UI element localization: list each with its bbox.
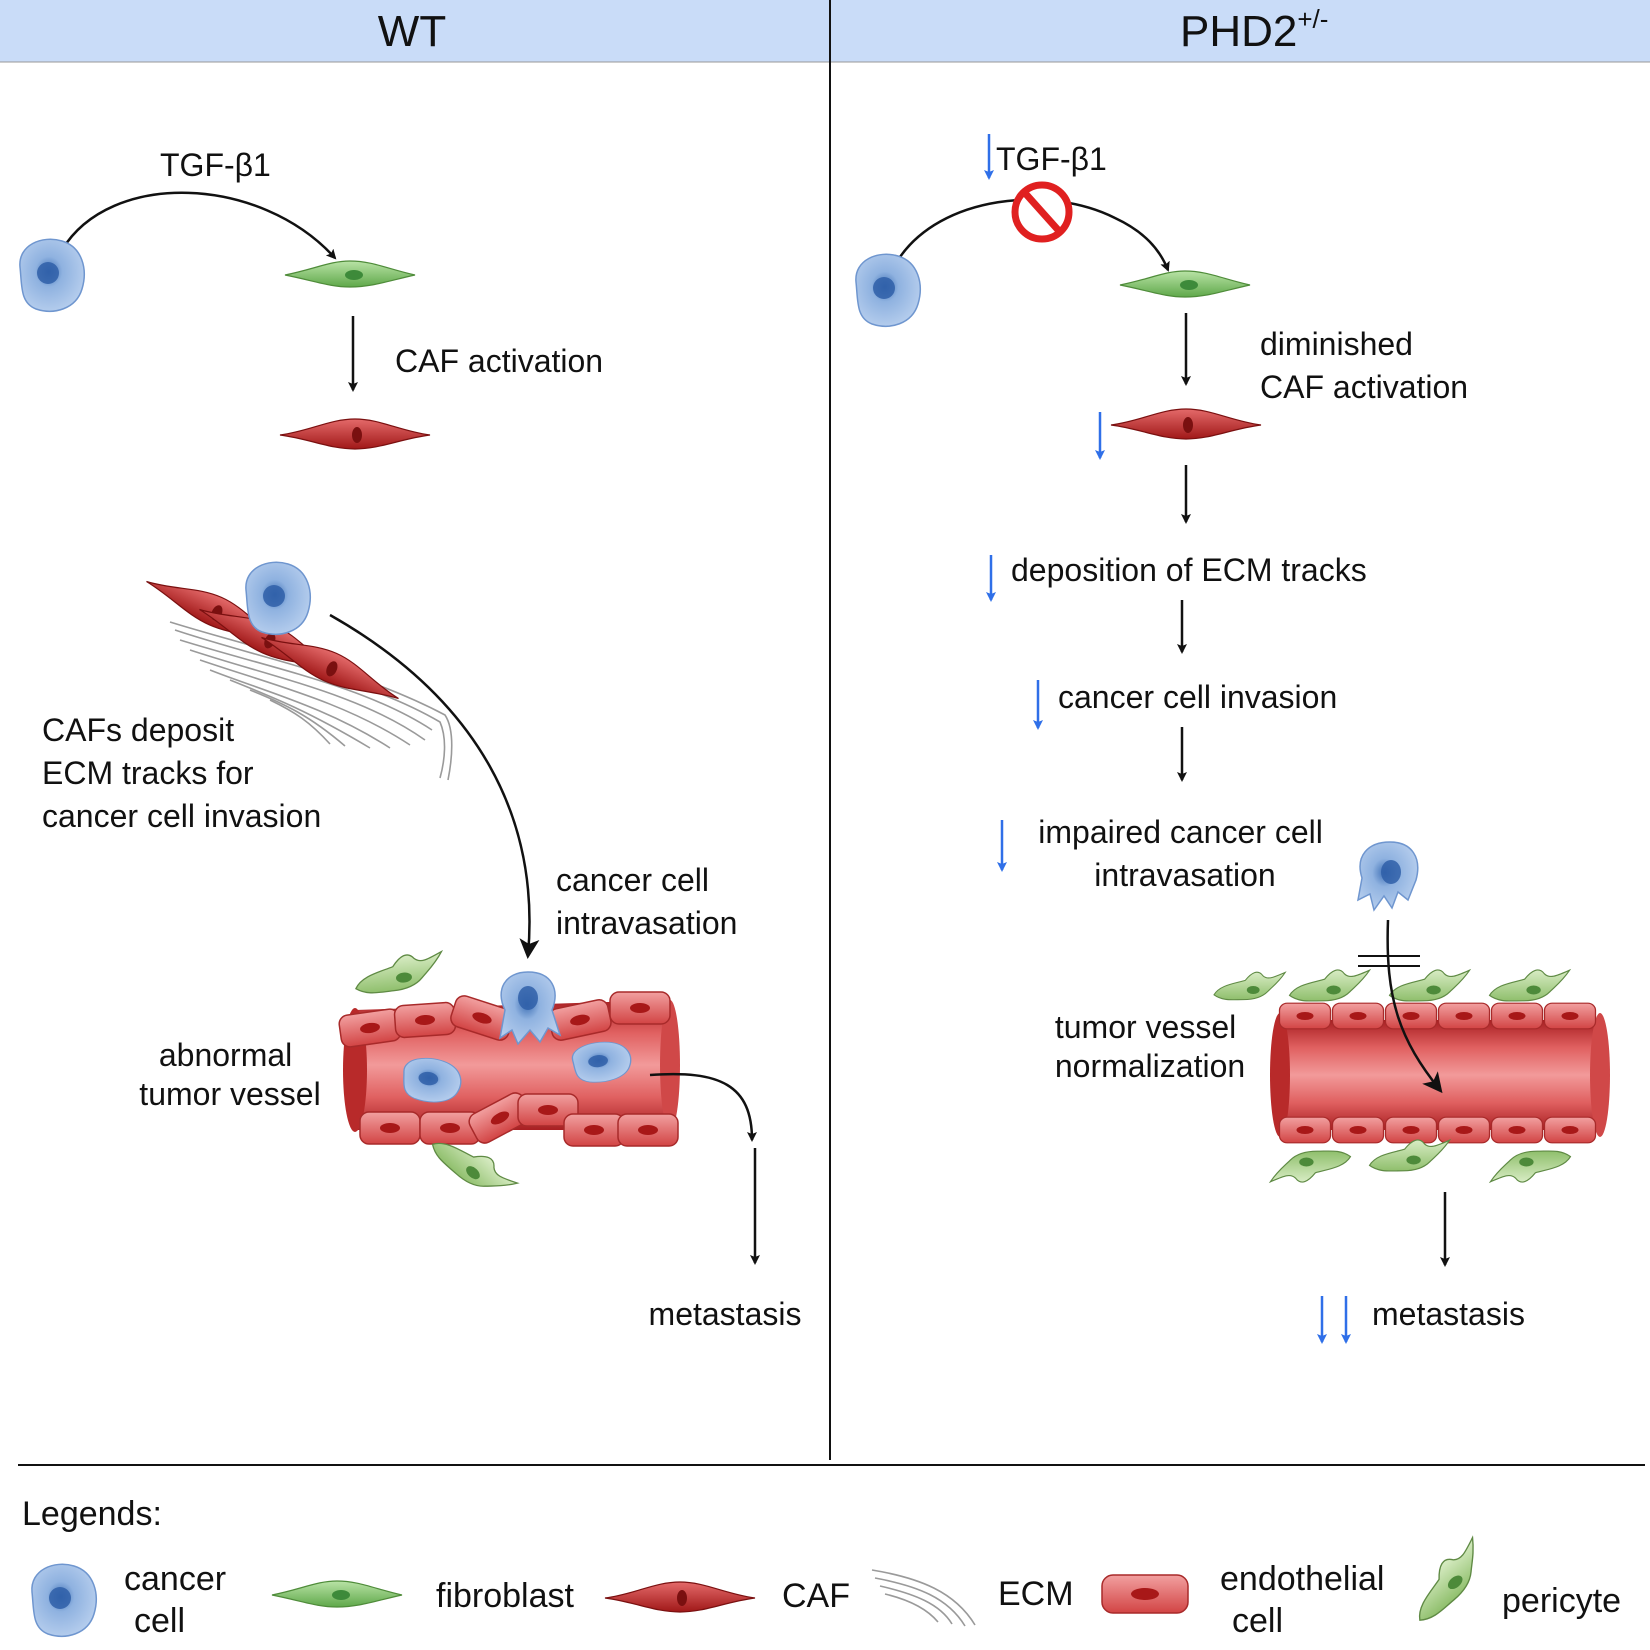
phd2-cancer-cell-icon	[1356, 841, 1419, 912]
wt-cafs-deposit-label: CAFs deposit ECM tracks for cancer cell …	[42, 712, 321, 834]
wt-metastasis-label: metastasis	[649, 1296, 802, 1332]
legend-cancer-cell-label: cancer cell	[124, 1560, 236, 1640]
wt-invading-cancer-cell-icon	[245, 561, 311, 635]
phd2-metastasis-label: metastasis	[1372, 1296, 1525, 1332]
wt-invasion-arrow	[329, 613, 540, 959]
wt-cancer-cell-icon	[19, 238, 85, 312]
legend-endothelial-label: endothelial cell	[1220, 1560, 1394, 1640]
legend-endothelial-icon	[1101, 1574, 1189, 1614]
legend-ecm-icon	[871, 1569, 976, 1627]
phd2-normalization-label: tumor vessel normalization	[1055, 1009, 1245, 1084]
legend-title: Legends:	[22, 1495, 162, 1533]
phd2-tgf-arrow	[896, 198, 1170, 272]
wt-panel: TGF-β1 CAF activation CAFs deposit ECM t…	[19, 147, 802, 1332]
phd2-cancer-cell-icon	[855, 253, 921, 327]
phd2-impaired-label: impaired cancer cell intravasation	[1038, 814, 1331, 893]
wt-tgf-arrow	[60, 191, 337, 260]
legend-fibroblast-icon	[271, 1580, 403, 1608]
wt-abnormal-vessel-icon	[337, 950, 680, 1210]
header-bar	[0, 0, 1650, 62]
phd2-tgf-label: TGF-β1	[996, 141, 1107, 177]
phd2-deposition-label: deposition of ECM tracks	[1011, 552, 1367, 588]
wt-intravasation-label: cancer cell intravasation	[556, 862, 737, 941]
phd2-diminished-label: diminished CAF activation	[1260, 326, 1468, 405]
phd2-header: PHD2+/-	[1180, 4, 1328, 56]
legend-caf-icon	[604, 1581, 756, 1613]
legend-cancer-cell-icon	[31, 1563, 97, 1637]
phd2-blocked-arrow	[1386, 919, 1443, 1094]
wt-header: WT	[378, 7, 446, 56]
legend-pericyte-icon	[1400, 1536, 1497, 1626]
legend-caf-label: CAF	[782, 1577, 850, 1615]
legend-row: cancer cell fibroblast CAF ECM endotheli…	[31, 1536, 1621, 1640]
phd2-fibroblast-icon	[1119, 270, 1251, 298]
phd2-panel: TGF-β1 diminished CAF activation deposit…	[855, 134, 1610, 1344]
legend-ecm-label: ECM	[998, 1575, 1074, 1613]
phd2-invasion-label: cancer cell invasion	[1058, 679, 1337, 715]
wt-tgf-label: TGF-β1	[160, 147, 271, 183]
wt-abnormal-vessel-label: abnormal tumor vessel	[139, 1037, 320, 1112]
phd2-normalized-vessel-icon	[1213, 969, 1610, 1183]
wt-caf-activation-label: CAF activation	[395, 343, 603, 379]
phd2-caf-icon	[1110, 408, 1262, 440]
inhibit-icon	[1011, 181, 1073, 243]
legend-pericyte-label: pericyte	[1502, 1582, 1621, 1620]
wt-exit-arrow	[649, 1072, 757, 1142]
wt-fibroblast-icon	[284, 260, 416, 288]
legend-fibroblast-label: fibroblast	[436, 1577, 575, 1615]
wt-caf-icon	[279, 418, 431, 450]
wt-ecm-tracks-icon	[169, 621, 453, 781]
